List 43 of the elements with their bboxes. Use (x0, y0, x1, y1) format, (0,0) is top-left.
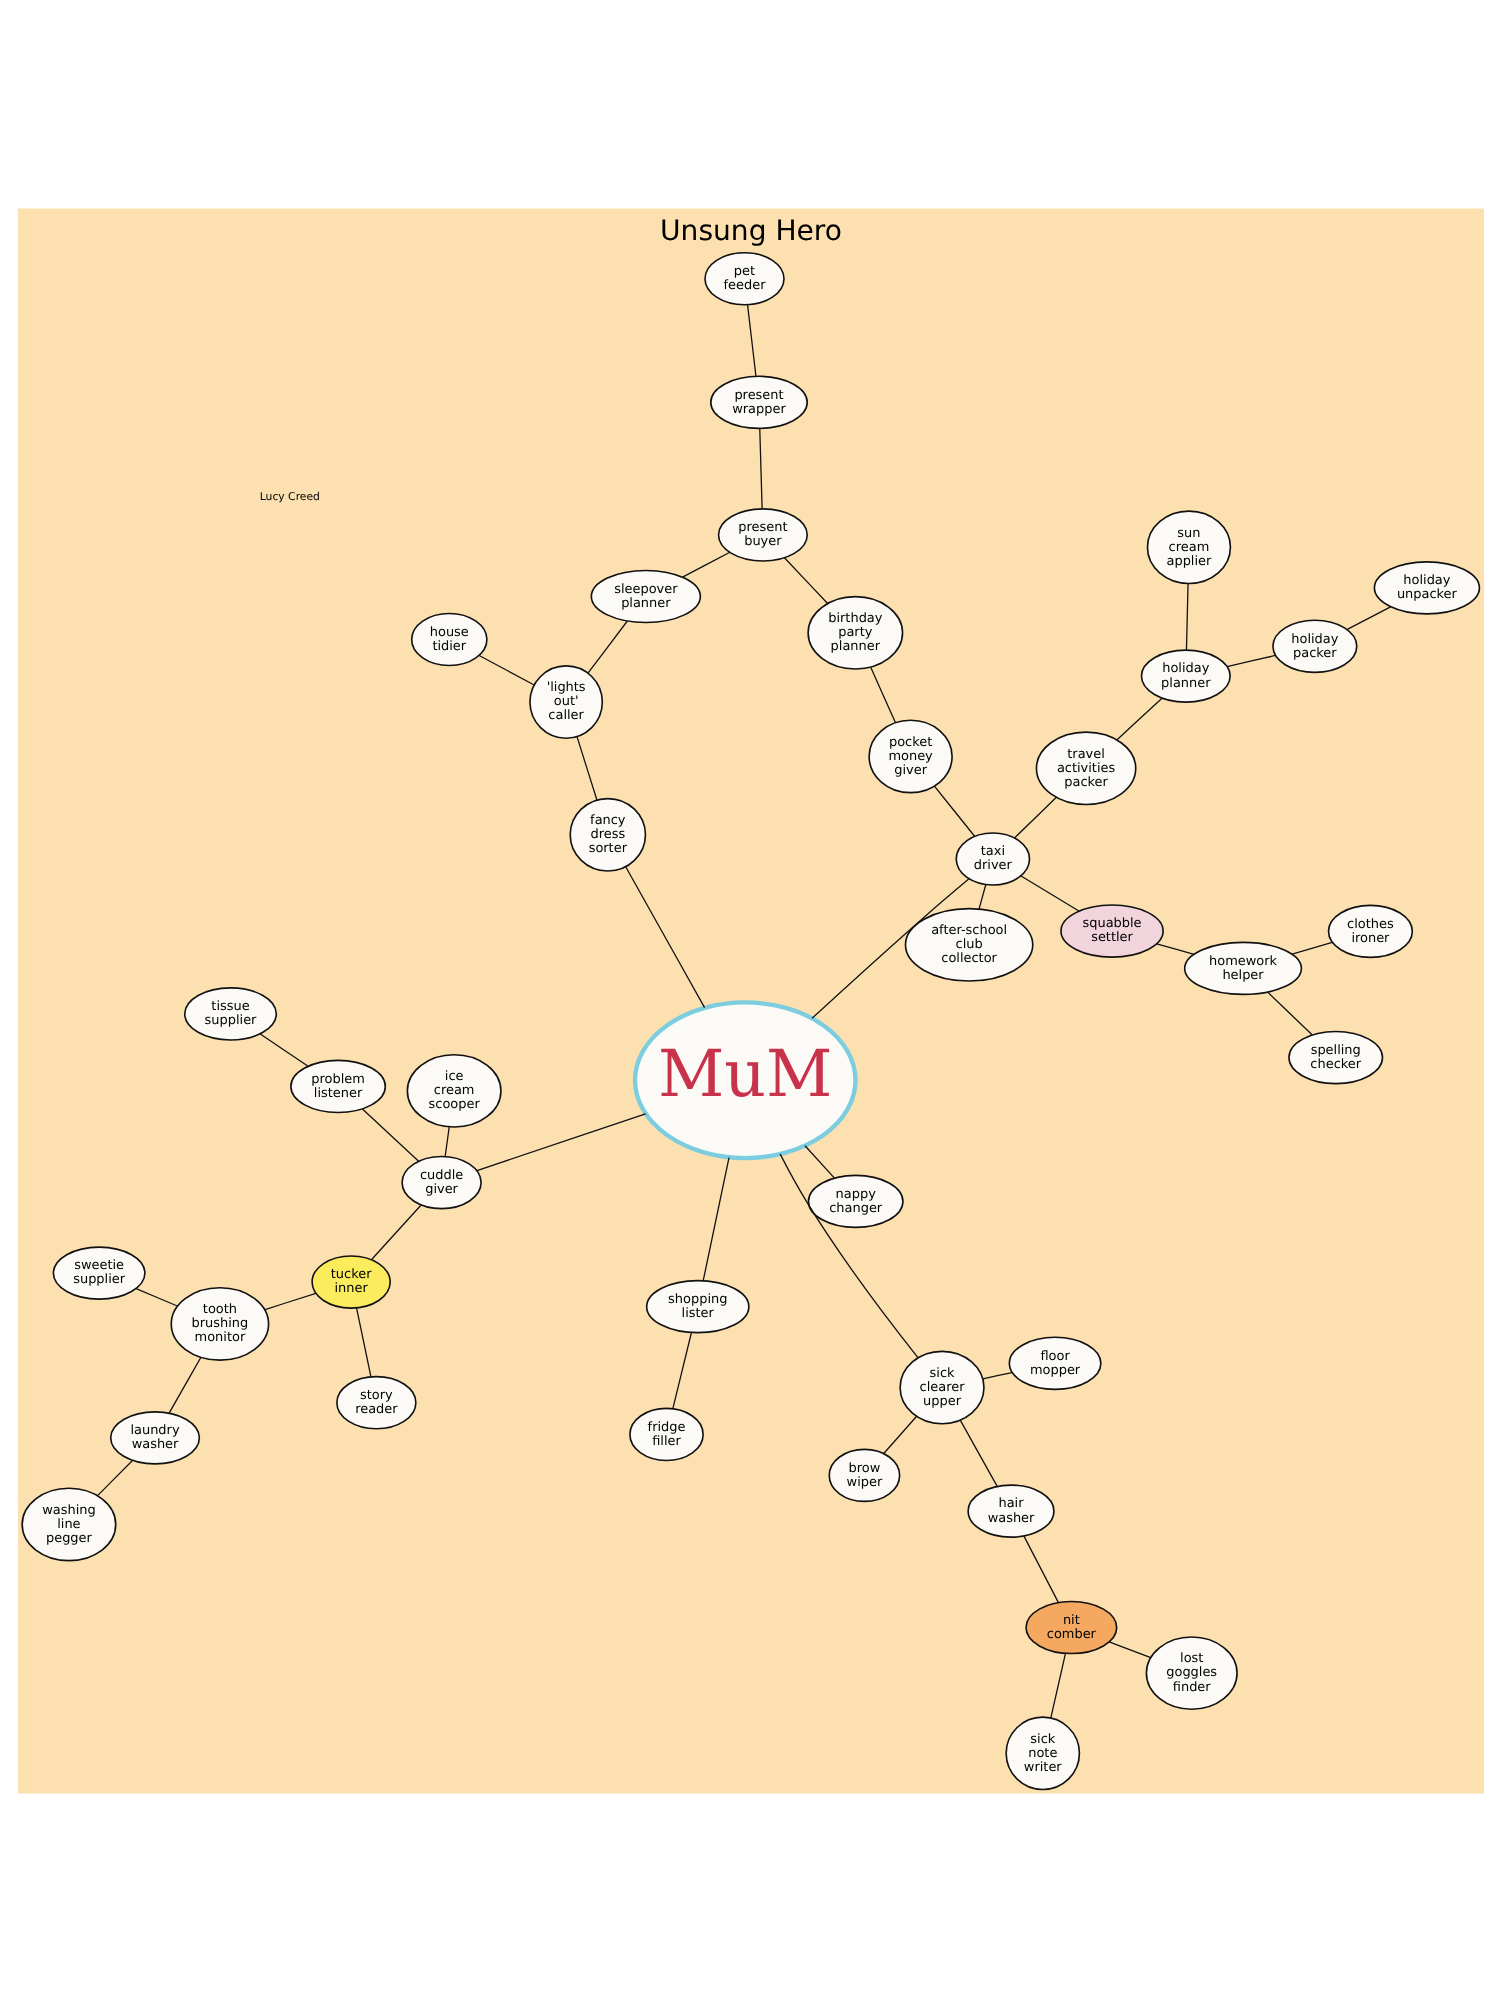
connector (1266, 990, 1312, 1035)
connector (1107, 1640, 1151, 1658)
connector (370, 1203, 421, 1260)
connector (360, 1107, 419, 1161)
connector (623, 864, 705, 1008)
connector (1115, 696, 1162, 740)
connector (758, 426, 762, 509)
connector (778, 1152, 918, 1358)
connector (1019, 874, 1079, 911)
connector (932, 784, 975, 836)
diagram-title: Unsung Hero (659, 214, 841, 247)
connector (258, 1032, 308, 1066)
connector (782, 556, 828, 604)
connector (443, 1125, 449, 1157)
connector (958, 1418, 997, 1487)
connector (1290, 940, 1332, 954)
connector (671, 1330, 692, 1409)
connector (575, 734, 597, 800)
connector (134, 1287, 177, 1306)
node-ellipse: MuM (631, 999, 857, 1160)
connector (701, 1156, 729, 1281)
connector (810, 877, 969, 1018)
connector (586, 619, 627, 673)
connector (868, 665, 896, 723)
connector (977, 883, 986, 909)
connector (95, 1458, 133, 1496)
connector (263, 1291, 316, 1310)
connector (477, 653, 534, 685)
connector (1049, 1651, 1066, 1718)
connector (1155, 942, 1194, 955)
connector (1022, 1534, 1059, 1603)
connector (1184, 581, 1188, 650)
connector (745, 303, 756, 376)
connector (882, 1414, 917, 1454)
connector (680, 550, 730, 577)
connector (1012, 795, 1056, 838)
connector (354, 1306, 371, 1377)
connector (981, 1370, 1012, 1379)
connector (167, 1355, 201, 1413)
connector (1345, 605, 1391, 630)
connector (1225, 653, 1276, 667)
connector (803, 1144, 835, 1178)
connector (475, 1112, 646, 1171)
